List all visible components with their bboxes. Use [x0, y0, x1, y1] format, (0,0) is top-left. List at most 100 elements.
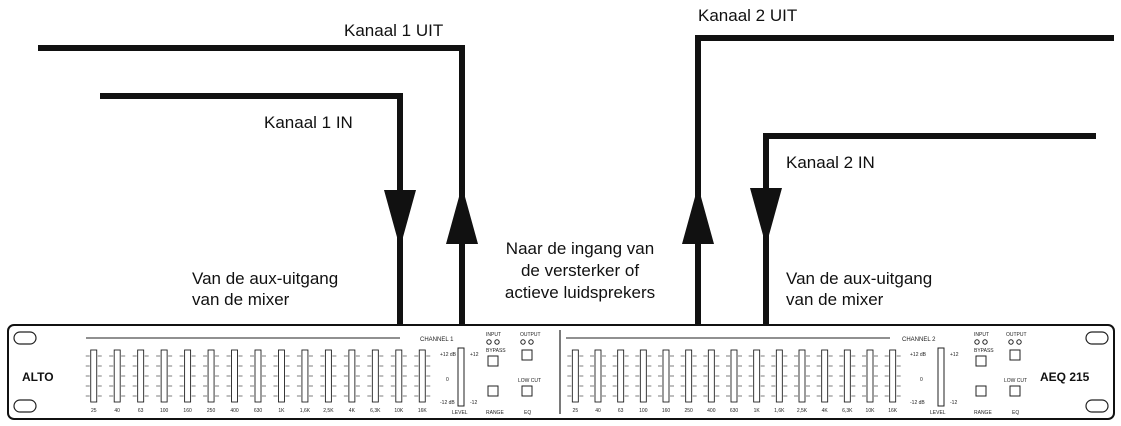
ch1-range-button[interactable] [487, 385, 499, 397]
ch2-fader-14[interactable] [866, 349, 874, 403]
mount-hole-top-right [1085, 331, 1109, 345]
ch2-fader-15[interactable] [889, 349, 897, 403]
ch1-fader-6[interactable] [207, 349, 215, 403]
ch1-range-label: RANGE [486, 410, 504, 416]
ch2-freq-label-10: 1,6K [774, 408, 785, 414]
mount-hole-top-left [13, 331, 37, 345]
ch1-freq-label-3: 63 [138, 408, 144, 414]
ch2-input-label: INPUT [974, 332, 989, 338]
ch1-lowcut-button[interactable] [521, 385, 533, 397]
ch2-fader-11[interactable] [798, 349, 806, 403]
ch2-freq-label-7: 400 [707, 408, 716, 414]
ch2-fader-1[interactable] [571, 349, 579, 403]
ch2-fader-3[interactable] [617, 349, 625, 403]
ch2-fader-4[interactable] [639, 349, 647, 403]
model-logo: AEQ 215 [1040, 370, 1090, 384]
ch1-output-led-1 [520, 339, 526, 345]
ch2-freq-label-5: 160 [662, 408, 671, 414]
ch1-fader-3[interactable] [137, 349, 145, 403]
ch1-plus12db: +12 dB [440, 352, 457, 358]
ch2-minus12db: -12 dB [910, 400, 925, 406]
ch1-fader-7[interactable] [231, 349, 238, 403]
ch2-plus12: +12 [950, 352, 959, 358]
ch1-freq-label-14: 10K [394, 408, 404, 414]
ch2-freq-label-3: 63 [618, 408, 624, 414]
ch1-fader-15[interactable] [418, 349, 426, 403]
amp-line2: de versterker of [520, 261, 640, 280]
ch1-minus12: -12 [470, 400, 477, 406]
ch1-fader-14[interactable] [395, 349, 403, 403]
ch2-output-label: OUTPUT [1006, 332, 1027, 338]
ch2-freq-label-6: 250 [684, 408, 693, 414]
ch1-fader-5[interactable] [184, 349, 192, 403]
ch1-minus12db: -12 dB [440, 400, 455, 406]
ch2-output-led-1 [1008, 339, 1014, 345]
channel1-in-arrow-down [384, 190, 416, 248]
ch2-fader-13[interactable] [843, 349, 851, 403]
ch1-freq-label-12: 4K [349, 408, 356, 414]
ch2-level-label: LEVEL [930, 410, 946, 416]
ch2-fader-10[interactable] [775, 349, 783, 403]
ch2-fader-6[interactable] [685, 349, 693, 403]
ch1-lowcut-label: LOW CUT [518, 378, 541, 384]
aux-left-line2: van de mixer [192, 290, 290, 309]
ch2-zero: 0 [920, 377, 923, 383]
channel1-label: CHANNEL 1 [420, 337, 454, 343]
arrowheads [384, 186, 782, 248]
ch2-freq-label-11: 2,5K [797, 408, 808, 414]
ch2-freq-label-15: 16K [888, 408, 898, 414]
aux-right-line1: Van de aux-uitgang [786, 269, 933, 288]
ch2-input-led-2 [982, 339, 988, 345]
ch1-fader-13[interactable] [371, 349, 379, 403]
ch1-fader-12[interactable] [348, 349, 356, 403]
ch2-freq-label-8: 630 [730, 408, 739, 414]
ch2-freq-label-2: 40 [595, 408, 601, 414]
ch2-fader-2[interactable] [594, 349, 602, 403]
ch1-freq-label-7: 400 [230, 408, 239, 414]
ch1-freq-label-6: 250 [207, 408, 216, 414]
ch2-eq-label: EQ [1012, 410, 1019, 416]
device-panel [7, 324, 1115, 420]
ch1-bypass-label: BYPASS [486, 348, 506, 354]
ch1-eq-label: EQ [524, 410, 531, 416]
channel2-in-line [763, 133, 1096, 328]
ch2-plus12db: +12 dB [910, 352, 927, 358]
ch1-fader-10[interactable] [301, 349, 309, 403]
channel2-out-label: Kanaal 2 UIT [698, 6, 798, 25]
ch1-fader-9[interactable] [278, 349, 285, 403]
ch2-freq-label-1: 25 [573, 408, 579, 414]
ch2-fader-9[interactable] [753, 349, 761, 403]
brand-logo: ALTO [22, 370, 54, 384]
ch1-input-led-2 [494, 339, 500, 345]
ch2-lowcut-button[interactable] [1009, 385, 1021, 397]
ch1-bypass-button[interactable] [487, 355, 499, 367]
channel1-out-label: Kanaal 1 UIT [344, 21, 444, 40]
ch1-input-label: INPUT [486, 332, 501, 338]
ch2-fader-7[interactable] [707, 349, 715, 403]
ch1-freq-label-10: 1,6K [300, 408, 311, 414]
amp-line3: actieve luidsprekers [504, 283, 656, 302]
ch2-fader-5[interactable] [662, 349, 670, 403]
ch2-fader-8[interactable] [730, 349, 738, 403]
ch2-bypass-button[interactable] [975, 355, 987, 367]
channel2-in-label: Kanaal 2 IN [786, 153, 875, 172]
ch2-output-button[interactable] [1009, 349, 1021, 361]
aux-right-line2: van de mixer [786, 290, 884, 309]
ch2-level-fader[interactable] [937, 347, 945, 407]
ch1-fader-2[interactable] [113, 349, 121, 403]
ch1-output-label: OUTPUT [520, 332, 541, 338]
ch1-fader-4[interactable] [160, 349, 168, 403]
ch1-fader-11[interactable] [324, 349, 332, 403]
ch2-range-button[interactable] [975, 385, 987, 397]
ch1-zero: 0 [446, 377, 449, 383]
ch2-fader-12[interactable] [821, 349, 829, 403]
ch1-output-button[interactable] [521, 349, 533, 361]
ch1-freq-label-1: 25 [91, 408, 97, 414]
ch1-fader-1[interactable] [90, 349, 98, 403]
ch1-level-fader[interactable] [457, 347, 465, 407]
ch1-fader-8[interactable] [254, 349, 262, 403]
